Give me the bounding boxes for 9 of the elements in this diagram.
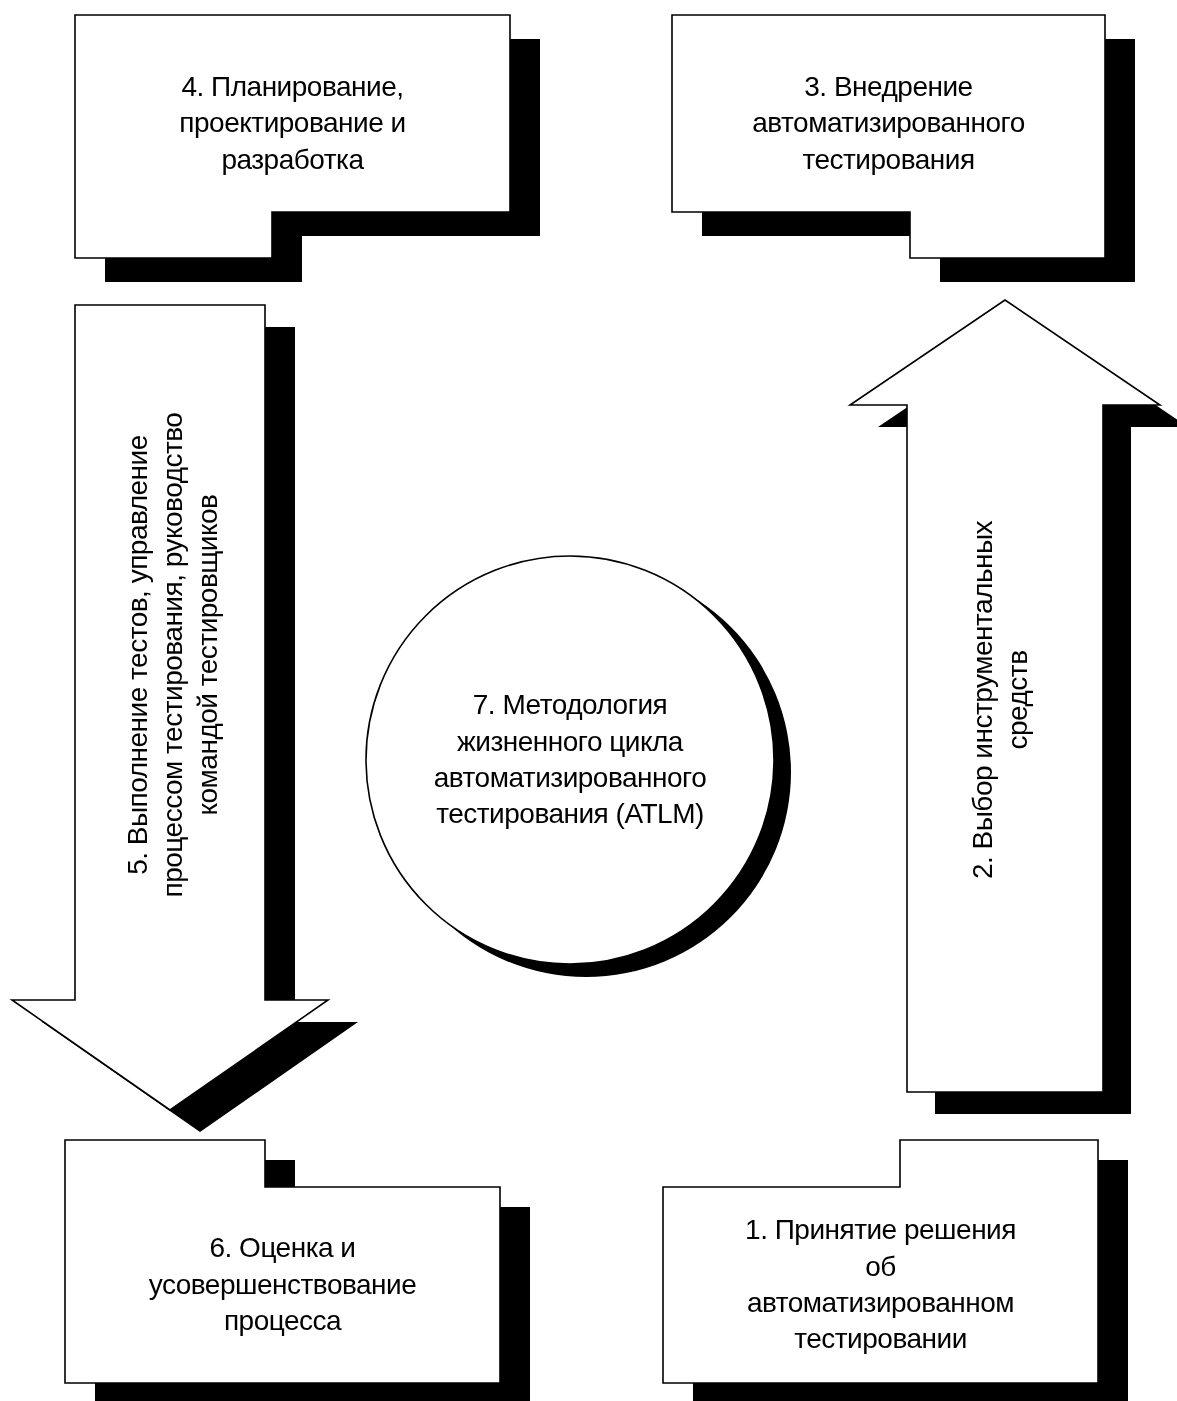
node-label: 4. Планирование, проектирование и разработка	[178, 69, 407, 177]
node-label: 6. Оценка и усовершенствование процесса	[147, 1231, 418, 1339]
edge-label: 2. Выбор инструментальных средств	[966, 519, 1034, 882]
block-arrow	[9, 304, 331, 1111]
node-label: 7. Методология жизненного цикла автоматизированного тестирования (ATLM)	[432, 688, 708, 832]
node-label: 1. Принятие решения об автоматизированном тестировании	[744, 1213, 1017, 1357]
node-label: 3. Внедрение автоматизированного тестирования	[751, 69, 1026, 177]
edge-label: 5. Выполнение тестов, управление процессом тестирования, руководство командой тестировщиков	[120, 411, 224, 900]
block-arrow	[847, 299, 1163, 1093]
